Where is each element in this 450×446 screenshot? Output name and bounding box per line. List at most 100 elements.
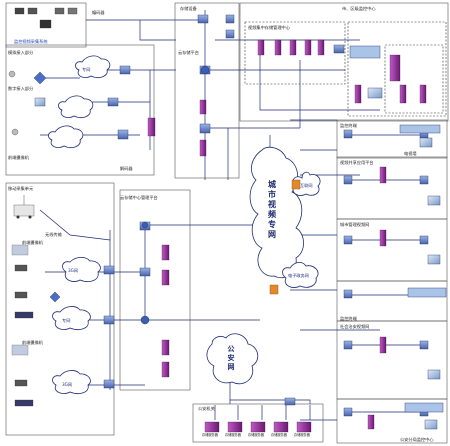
routers	[140, 65, 210, 325]
switch-icon	[119, 65, 131, 75]
monitor-icon	[427, 369, 441, 380]
server-icon	[161, 361, 170, 378]
recorder-icon	[14, 399, 34, 407]
public-lib-box	[192, 403, 324, 443]
dashed-frames	[244, 21, 447, 117]
firewalls	[269, 179, 301, 295]
cloud-label-f: 3G网	[62, 382, 73, 387]
cloud-label-c: 专网	[82, 67, 91, 72]
server-icon	[161, 244, 170, 261]
cloud-label-egov: 电子政务网	[288, 273, 309, 278]
lib-item: 存储服务器	[248, 433, 264, 437]
right-box-5	[336, 320, 448, 400]
server-icon	[273, 421, 289, 433]
router-icon	[140, 315, 150, 325]
video-wall-icon	[407, 287, 447, 298]
server-icon	[250, 421, 266, 433]
server-icon	[379, 336, 387, 354]
label-storage: 存储设备	[180, 6, 197, 11]
public-network-label: 公安网	[227, 345, 235, 371]
camera-icon	[27, 7, 38, 15]
camera-icon	[39, 19, 52, 29]
label-analog-access: 模拟接入部分	[8, 50, 34, 55]
switch-icon	[343, 129, 353, 139]
right-box-6	[336, 398, 448, 444]
building-icon	[11, 244, 29, 256]
top-center-box	[174, 2, 240, 179]
server-icon	[161, 269, 170, 286]
cloud-label-e: 专网	[62, 318, 71, 323]
switch-icon	[107, 97, 119, 107]
cameras	[8, 7, 78, 407]
video-walls	[349, 45, 447, 413]
monitors	[34, 87, 441, 430]
cloud-small-a	[58, 95, 94, 118]
switch-icon	[419, 235, 429, 245]
switch-icon	[103, 379, 115, 389]
switch-icon	[343, 340, 353, 350]
switch-icon	[103, 265, 115, 275]
video-wall-icon	[349, 45, 381, 59]
server-icon	[147, 117, 156, 137]
city-network-label: 城市视频专网	[268, 180, 276, 239]
lib-item: 存储服务器	[294, 433, 310, 437]
lib-item: 存储服务器	[225, 433, 241, 437]
video-wall-icon	[399, 124, 441, 134]
switch-icon	[343, 235, 353, 245]
cloud-small-f	[52, 370, 91, 394]
server-icon	[204, 421, 220, 433]
camera-icon	[14, 7, 25, 15]
diamonds	[33, 71, 61, 303]
label-branch-a: 视频共享应用平台	[340, 160, 374, 165]
router-icon	[141, 221, 149, 229]
switch-icon	[225, 14, 235, 24]
video-wall-icon	[404, 402, 444, 413]
label-wall-a: 电视墙	[404, 151, 417, 156]
monitor-icon	[419, 137, 433, 148]
cloud-egov	[282, 262, 319, 288]
server-icon	[399, 84, 407, 104]
label-cloud-platform-a: 云存储平台	[178, 50, 199, 55]
recorder-icon	[14, 311, 34, 319]
server-icon	[367, 414, 375, 430]
switch-icon	[419, 175, 429, 185]
analog-access-box	[5, 44, 155, 176]
wireless-ap-icon	[33, 71, 47, 85]
label-monitor-system: 监控视频采集系统	[14, 39, 48, 44]
server-icon	[379, 229, 387, 247]
city-center-box	[239, 2, 449, 122]
server-icon	[379, 166, 387, 184]
label-city-center: 市、区级监控中心	[342, 6, 376, 11]
switch-icon	[343, 175, 353, 185]
cloud-center-box	[119, 189, 191, 391]
right-box-4	[336, 280, 448, 322]
label-branch-b: 城市管理视频网	[340, 222, 370, 227]
switch-icon	[197, 14, 209, 24]
vehicle-icon	[13, 204, 35, 217]
label-mobile-unit: 移动采集单元	[8, 186, 34, 191]
monitor-icon	[427, 254, 441, 265]
mobile-vehicle	[13, 195, 35, 219]
servers	[147, 39, 427, 433]
wireless-ap-icon	[49, 291, 61, 303]
cloud-small-b	[48, 125, 84, 148]
server-icon	[317, 39, 325, 56]
label-mobile-link: 无线传输	[45, 232, 62, 237]
building-icon	[11, 344, 29, 356]
server-icon	[199, 99, 207, 115]
label-cloud-platform-b: 云存储中心管理平台	[120, 195, 158, 200]
clouds	[48, 55, 321, 394]
switch-icon	[343, 407, 353, 417]
server-icon	[227, 421, 243, 433]
switch-icon	[419, 340, 429, 350]
monitor-icon	[427, 195, 441, 206]
cloud-small-c	[75, 55, 111, 78]
switch-icon	[139, 267, 151, 277]
dome-camera-icon	[11, 128, 19, 136]
cloud-label-internet: 互联网	[300, 183, 313, 188]
switch-icon	[117, 129, 129, 140]
switch-icon	[103, 315, 115, 325]
server-icon	[296, 421, 312, 433]
server-icon	[257, 39, 265, 56]
server-icon	[389, 54, 401, 82]
